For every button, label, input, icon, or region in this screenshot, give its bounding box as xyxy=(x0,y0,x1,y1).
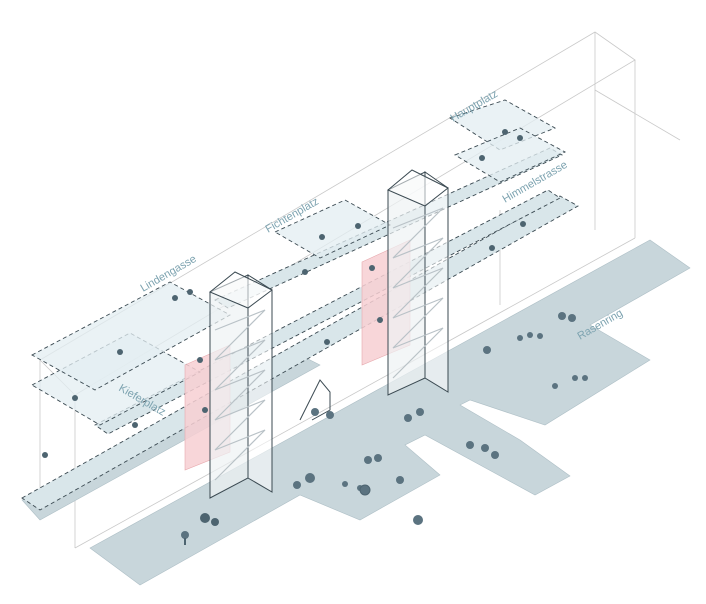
ground-plaza xyxy=(89,239,691,586)
tower-right xyxy=(361,169,449,396)
hauptplatz-platform-lower xyxy=(454,127,567,183)
people-and-trees xyxy=(42,129,588,545)
ramp-structure xyxy=(299,379,331,421)
tower-left xyxy=(184,271,273,499)
raised-platforms xyxy=(31,99,567,426)
